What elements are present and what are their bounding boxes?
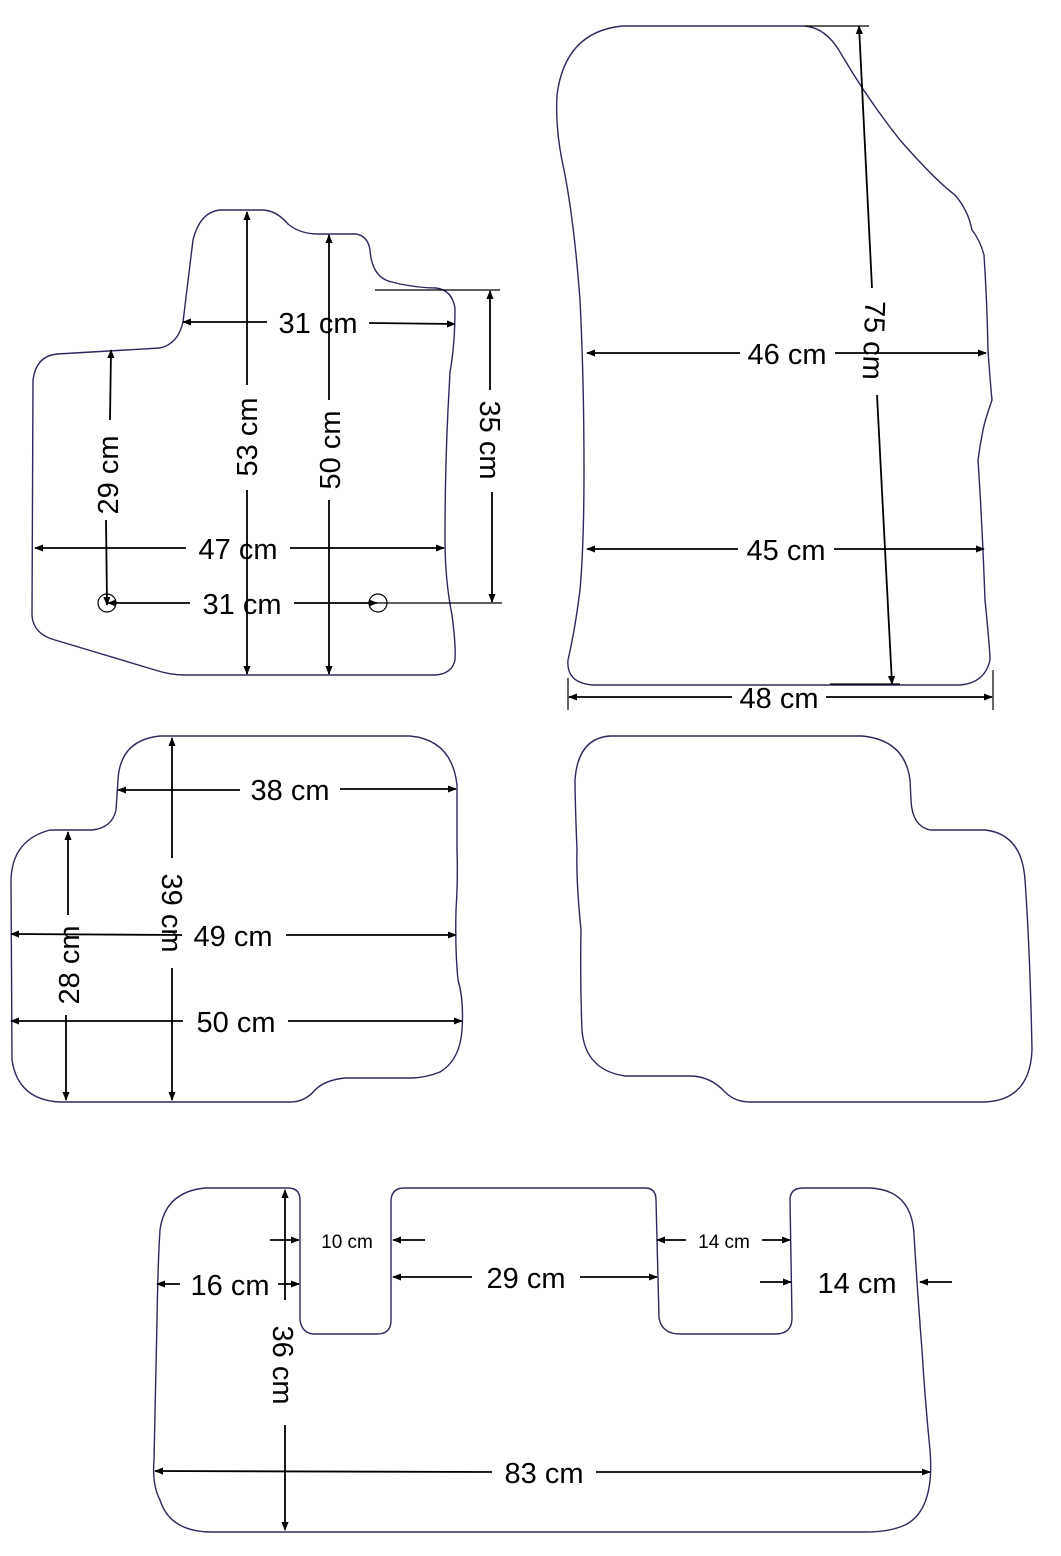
- rear-right-mat-outline: [574, 735, 1033, 1103]
- front-right-diagonal-arrow-down: [876, 394, 896, 685]
- rear-left-mid-width-arrow-left: [10, 930, 183, 938]
- front-left-hole-spacing-label: 31 cm: [203, 589, 282, 621]
- rear-left-mat-outline: [10, 735, 464, 1103]
- front-left-width-label: 47 cm: [199, 534, 278, 566]
- rear-right-mat: [574, 735, 1033, 1103]
- front-left-mat: 31 cm 29 cm 53 cm 50 cm 35 cm 47 cm 31 c…: [31, 209, 505, 676]
- front-right-lower-width-label: 45 cm: [747, 535, 826, 567]
- front-left-top-width-arrow-right: [368, 320, 456, 328]
- third-row-height-label: 36 cm: [266, 1326, 298, 1405]
- front-left-max-height-label: 53 cm: [232, 398, 264, 477]
- front-left-top-width-label: 31 cm: [279, 308, 358, 340]
- front-left-mat-outline: [31, 209, 456, 676]
- front-left-left-height-arrow-down: [103, 519, 111, 606]
- third-row-width-label: 83 cm: [505, 1458, 584, 1490]
- third-row-width-arrow-left: [154, 1467, 493, 1475]
- front-right-upper-width-label: 46 cm: [748, 339, 827, 371]
- third-row-right-offset-label: 14 cm: [818, 1268, 897, 1300]
- front-right-diagonal-arrow-up: [855, 25, 873, 289]
- rear-left-mid-width-label: 49 cm: [194, 921, 273, 953]
- third-row-notch-one-label: 10 cm: [321, 1232, 373, 1253]
- rear-left-left-height-label: 28 cm: [54, 926, 86, 1005]
- third-row-mat-outline: [152, 1187, 932, 1533]
- front-right-mat-outline: [555, 25, 993, 686]
- rear-left-bottom-width-label: 50 cm: [197, 1007, 276, 1039]
- third-row-left-offset-label: 16 cm: [191, 1270, 270, 1302]
- front-right-bottom-width-label: 48 cm: [740, 683, 819, 715]
- front-right-mat: 46 cm 75 cm 45 cm 48 cm: [555, 25, 994, 715]
- rear-left-height-label: 39 cm: [155, 874, 187, 953]
- front-left-right-height-label: 35 cm: [473, 401, 505, 480]
- third-row-middle-span-label: 29 cm: [487, 1263, 566, 1295]
- front-right-diagonal-label: 75 cm: [856, 300, 891, 380]
- third-row-mat: 16 cm 10 cm 36 cm 29 cm 14 cm 14 cm 83 c…: [152, 1187, 952, 1533]
- rear-left-mat: 38 cm 39 cm 28 cm 49 cm 50 cm: [10, 735, 464, 1103]
- front-left-left-height-label: 29 cm: [93, 436, 125, 515]
- front-left-mid-height-label: 50 cm: [315, 411, 347, 490]
- third-row-notch-two-label: 14 cm: [698, 1232, 750, 1253]
- front-left-left-height-arrow-up: [107, 349, 115, 421]
- rear-left-top-width-label: 38 cm: [251, 775, 330, 807]
